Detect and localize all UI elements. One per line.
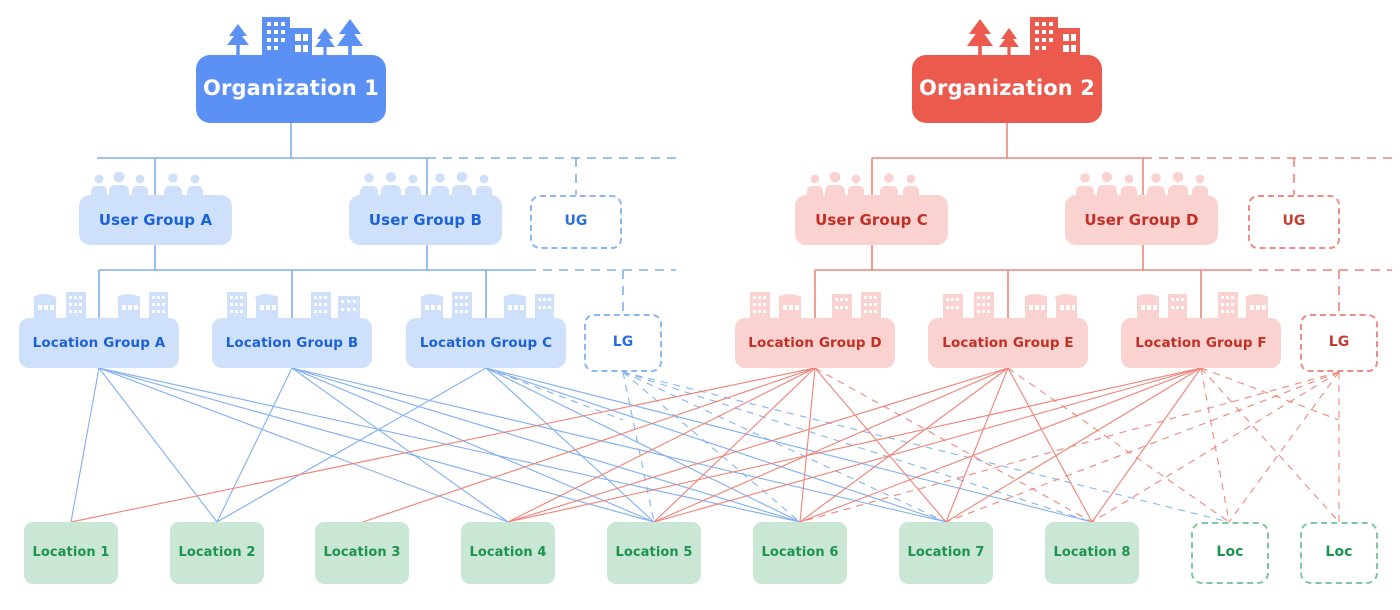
node-location-group-placeholder-red[interactable]: LG <box>1300 314 1378 372</box>
blue-ghost-links <box>485 367 1230 523</box>
node-location-7[interactable]: Location 7 <box>899 522 993 584</box>
node-label: Location Group B <box>225 334 359 351</box>
node-location-group-e[interactable]: Location Group E <box>928 318 1088 368</box>
node-location-5[interactable]: Location 5 <box>607 522 701 584</box>
node-label: Location Group D <box>748 334 882 351</box>
node-label: Location 5 <box>615 544 693 560</box>
red-location-links <box>70 367 1202 523</box>
buildings-shops-icon <box>943 292 1079 318</box>
node-label: Location Group E <box>942 334 1074 351</box>
node-location-group-c[interactable]: Location Group C <box>406 318 566 368</box>
node-location-2[interactable]: Location 2 <box>170 522 264 584</box>
node-label: Organization 1 <box>203 76 379 101</box>
node-label: Loc <box>1325 544 1353 561</box>
node-label: Location Group C <box>419 334 553 351</box>
node-location-1[interactable]: Location 1 <box>24 522 118 584</box>
node-label: Location 4 <box>469 544 547 560</box>
node-label: User Group A <box>98 210 213 229</box>
node-location-group-placeholder-blue[interactable]: LG <box>584 314 662 372</box>
node-user-group-placeholder-red[interactable]: UG <box>1248 195 1340 249</box>
node-label: Location Group A <box>32 334 166 351</box>
node-label: Loc <box>1216 544 1244 561</box>
node-user-group-b[interactable]: User Group B <box>349 195 502 245</box>
node-location-group-d[interactable]: Location Group D <box>735 318 895 368</box>
node-location-6[interactable]: Location 6 <box>753 522 847 584</box>
node-location-group-a[interactable]: Location Group A <box>19 318 179 368</box>
buildings-shops-icon <box>750 292 881 318</box>
node-label: LG <box>1328 334 1350 351</box>
node-user-group-placeholder-blue[interactable]: UG <box>530 195 622 249</box>
node-label: Location 1 <box>32 544 110 560</box>
buildings-shops-icon <box>419 292 554 318</box>
node-location-placeholder-1[interactable]: Loc <box>1191 522 1269 584</box>
node-user-group-c[interactable]: User Group C <box>795 195 948 245</box>
node-location-3[interactable]: Location 3 <box>315 522 409 584</box>
node-user-group-d[interactable]: User Group D <box>1065 195 1218 245</box>
node-label: Location 3 <box>323 544 401 560</box>
node-label: UG <box>564 213 588 230</box>
node-label: UG <box>1282 213 1306 230</box>
buildings-shops-icon <box>1135 292 1270 318</box>
node-label: Location 7 <box>907 544 985 560</box>
node-label: Location 8 <box>1053 544 1131 560</box>
node-label: Location 2 <box>178 544 256 560</box>
node-location-placeholder-2[interactable]: Loc <box>1300 522 1378 584</box>
blue-location-links <box>70 367 1093 523</box>
node-label: Location Group F <box>1135 334 1267 351</box>
node-user-group-a[interactable]: User Group A <box>79 195 232 245</box>
node-label: Location 6 <box>761 544 839 560</box>
node-label: LG <box>612 334 634 351</box>
node-organization-2[interactable]: Organization 2 <box>912 55 1102 123</box>
node-location-group-b[interactable]: Location Group B <box>212 318 372 368</box>
node-label: User Group D <box>1084 210 1199 229</box>
node-location-group-f[interactable]: Location Group F <box>1121 318 1281 368</box>
buildings-shops-icon <box>32 292 168 318</box>
buildings-shops-icon <box>227 292 360 318</box>
red-ghost-links <box>799 367 1340 523</box>
node-label: Organization 2 <box>919 76 1095 101</box>
node-location-4[interactable]: Location 4 <box>461 522 555 584</box>
city-skyline-icon <box>227 17 363 56</box>
org2-skyline-icon-wrap <box>960 14 1090 59</box>
node-location-8[interactable]: Location 8 <box>1045 522 1139 584</box>
org1-skyline-icon-wrap <box>216 14 366 59</box>
node-label: User Group B <box>368 210 483 229</box>
node-organization-1[interactable]: Organization 1 <box>196 55 386 123</box>
city-skyline-icon <box>967 17 1080 56</box>
node-label: User Group C <box>815 210 928 229</box>
